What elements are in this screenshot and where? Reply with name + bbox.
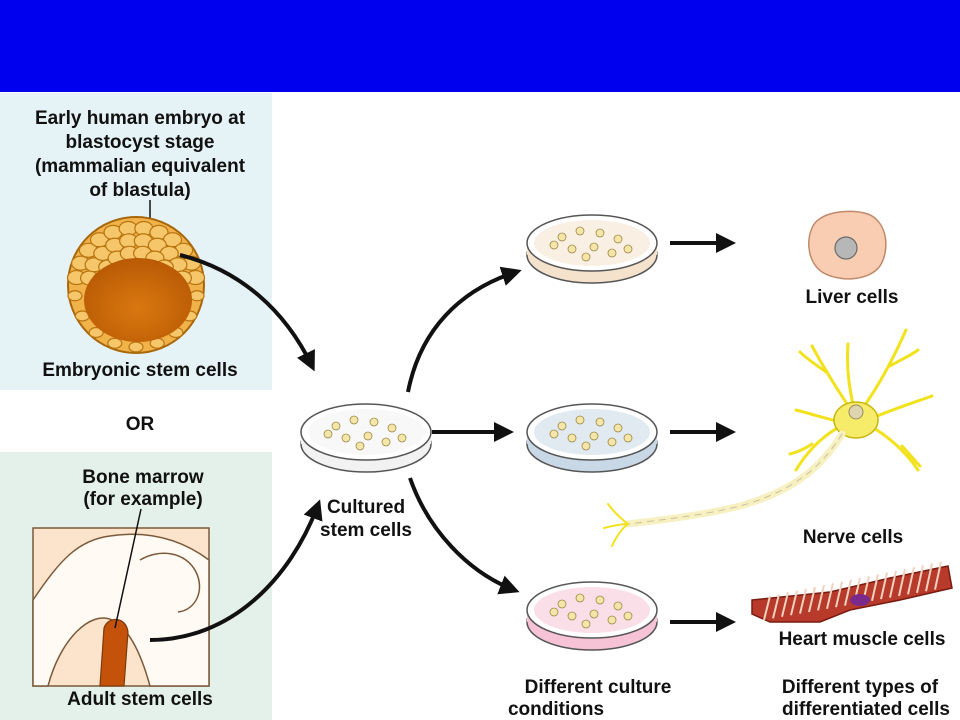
heart-muscle-cells-label: Heart muscle cells <box>779 629 946 650</box>
differentiated-line-1: Different types of <box>782 677 939 698</box>
bone-caption-line-1: Bone marrow <box>82 467 204 488</box>
nerve-cell-illustration <box>603 328 934 547</box>
adult-stem-cells-title: Adult stem cells <box>67 689 213 710</box>
arrow-to-heart-dish <box>408 477 520 595</box>
arrow-embryo-to-culture <box>179 253 315 372</box>
or-label: OR <box>126 414 155 435</box>
embryo-caption-line-2: blastocyst stage <box>66 132 215 153</box>
culture-conditions-line-2: conditions <box>508 699 604 720</box>
arrow-to-liver-dish <box>406 266 522 393</box>
heart-culture-dish <box>526 581 658 651</box>
header-bar <box>0 0 960 92</box>
bone-illustration <box>32 527 210 687</box>
liver-cells-label: Liver cells <box>806 287 899 308</box>
differentiated-line-2: differentiated cells <box>782 699 950 720</box>
cultured-stem-cells-dish <box>300 403 432 473</box>
culture-conditions-line-1: Different culture <box>525 677 672 698</box>
liver-cell-illustration <box>808 210 887 280</box>
bone-caption-line-2: (for example) <box>83 489 202 510</box>
cultured-label-line-1: Cultured <box>327 497 405 518</box>
nerve-cells-label: Nerve cells <box>803 527 903 548</box>
arrow-bone-to-culture <box>149 499 323 642</box>
nerve-culture-dish <box>526 403 658 473</box>
embryo-caption-line-1: Early human embryo at <box>35 108 246 129</box>
arrows <box>149 233 736 642</box>
bone-pointer-line <box>114 508 142 629</box>
cultured-label-line-2: stem cells <box>320 520 412 541</box>
embryo-caption-line-4: of blastula) <box>89 180 190 201</box>
liver-culture-dish <box>526 214 658 284</box>
heart-muscle-illustration <box>751 561 953 623</box>
embryo-caption-line-3: (mammalian equivalent <box>35 156 246 177</box>
embryonic-stem-cells-title: Embryonic stem cells <box>42 360 237 381</box>
blastocyst-illustration <box>66 216 206 354</box>
